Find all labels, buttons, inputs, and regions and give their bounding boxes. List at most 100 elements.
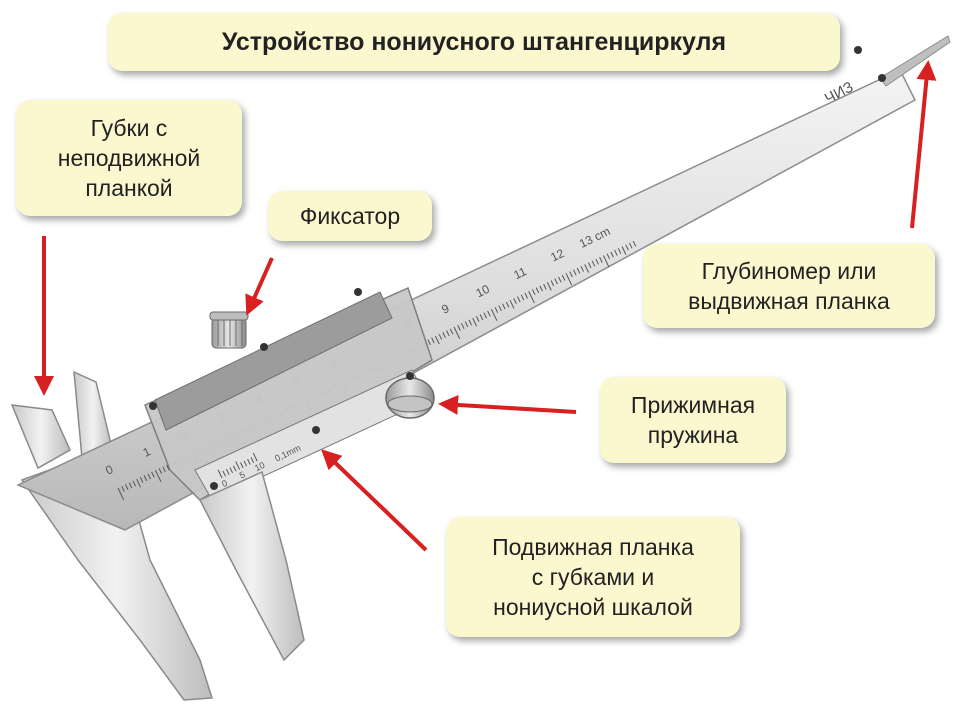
main-scale-tick (584, 264, 590, 273)
main-scale-tick (434, 335, 440, 345)
main-scale-tick (617, 248, 622, 254)
main-scale-tick (576, 267, 581, 274)
vernier-tick (235, 461, 241, 470)
main-scale-tick (591, 260, 596, 267)
main-scale-tick (487, 310, 491, 317)
main-scale-tick (125, 484, 129, 491)
main-scale-tick (464, 321, 469, 328)
main-scale-tick (509, 299, 515, 309)
main-scale-tick (139, 477, 144, 483)
main-scale-tick (546, 282, 552, 291)
main-scale-tick (580, 265, 585, 272)
vernier-tick (247, 458, 251, 465)
vernier-tick (233, 465, 237, 472)
main-scale-tick (128, 482, 133, 489)
main-scale-tick (151, 471, 155, 478)
main-scale-number: 11 (511, 264, 529, 282)
main-scale-tick (143, 475, 148, 482)
main-scale-tick (569, 271, 573, 278)
main-scale-tick (483, 312, 487, 319)
vernier-tick (225, 469, 230, 475)
main-scale-tick (472, 317, 478, 327)
main-scale-tick (121, 485, 125, 492)
main-scale-tick (513, 298, 517, 305)
main-scale-tick (531, 289, 536, 296)
main-scale-tick (625, 244, 629, 251)
main-scale-tick (502, 303, 506, 310)
main-scale-tick (629, 242, 633, 249)
vernier-scale-ticks (217, 452, 258, 479)
vernier-tick (240, 462, 244, 469)
main-scale-tick (524, 292, 529, 299)
main-scale-tick (621, 246, 627, 255)
sliding-frame-top-plate (154, 291, 393, 431)
arrow-depth-gauge (910, 60, 937, 229)
main-scale-tick (154, 469, 162, 483)
main-scale-tick (442, 332, 446, 338)
main-scale-number: 12 (548, 246, 566, 265)
main-scale-tick (602, 255, 610, 268)
main-scale-tick (490, 308, 498, 322)
main-scale-tick (166, 464, 170, 471)
main-scale-tick (517, 296, 521, 303)
main-scale-tick (475, 316, 480, 322)
main-scale-tick (494, 307, 499, 313)
label-lock: Фиксатор (268, 191, 432, 241)
arrow-spring (438, 394, 577, 415)
main-scale-tick (136, 478, 142, 488)
main-scale-tick (587, 262, 592, 269)
fixed-upper-jaw (10, 404, 71, 470)
vernier-number: 5 (238, 469, 247, 480)
main-scale-tick (468, 319, 473, 326)
main-scale-tick (535, 287, 540, 294)
main-scale-tick (520, 294, 525, 301)
main-scale-tick (543, 283, 547, 290)
vernier-tick (222, 470, 226, 477)
screws (149, 46, 886, 490)
vernier-number: 10 (253, 460, 266, 473)
label-fixed-jaws: Губки с неподвижной планкой (16, 100, 242, 216)
main-scale-tick (606, 253, 611, 260)
main-scale-tick (550, 280, 555, 287)
main-scale-tick (610, 251, 614, 258)
main-scale-tick (498, 305, 502, 312)
main-scale-tick (147, 473, 151, 480)
main-scale-tick (457, 324, 461, 331)
main-scale-tick (539, 285, 543, 292)
main-scale-tick (595, 258, 599, 265)
main-scale-tick (599, 257, 603, 263)
vernier-tick (250, 457, 255, 464)
main-scale-tick (614, 249, 618, 256)
main-scale-tick (117, 487, 125, 500)
main-scale-tick (446, 330, 450, 337)
main-scale-tick (132, 480, 136, 487)
vernier-number: 0 (220, 478, 229, 489)
arrow-sliding-frame (321, 449, 428, 552)
main-scale-tick (438, 333, 443, 340)
main-scale-tick (461, 323, 465, 330)
main-scale-tick (449, 328, 454, 335)
label-sliding-frame: Подвижная планка с губками и нониусной ш… (446, 517, 740, 637)
main-scale-tick (505, 301, 510, 308)
label-spring: Прижимная пружина (600, 377, 786, 463)
lock-screw (209, 311, 249, 349)
main-scale-tick (632, 240, 637, 247)
main-scale-tick (561, 274, 566, 281)
main-scale-tick (158, 468, 163, 474)
thumb-wheel (385, 377, 435, 419)
arrow-lock (245, 257, 274, 316)
main-scale-tick (565, 273, 573, 286)
label-depth-gauge: Глубиномер или выдвижная планка (643, 244, 935, 328)
vernier-tick (217, 469, 223, 479)
main-scale-number: 10 (474, 282, 492, 301)
main-scale-tick (558, 276, 562, 283)
main-scale-tick (573, 269, 577, 276)
vernier-tick (252, 452, 258, 462)
vernier-tick (229, 467, 234, 474)
arrows (34, 60, 937, 552)
depth-rod (879, 35, 951, 87)
main-scale-tick (431, 337, 435, 344)
main-scale-tick (453, 326, 461, 339)
main-scale-tick (554, 278, 558, 285)
